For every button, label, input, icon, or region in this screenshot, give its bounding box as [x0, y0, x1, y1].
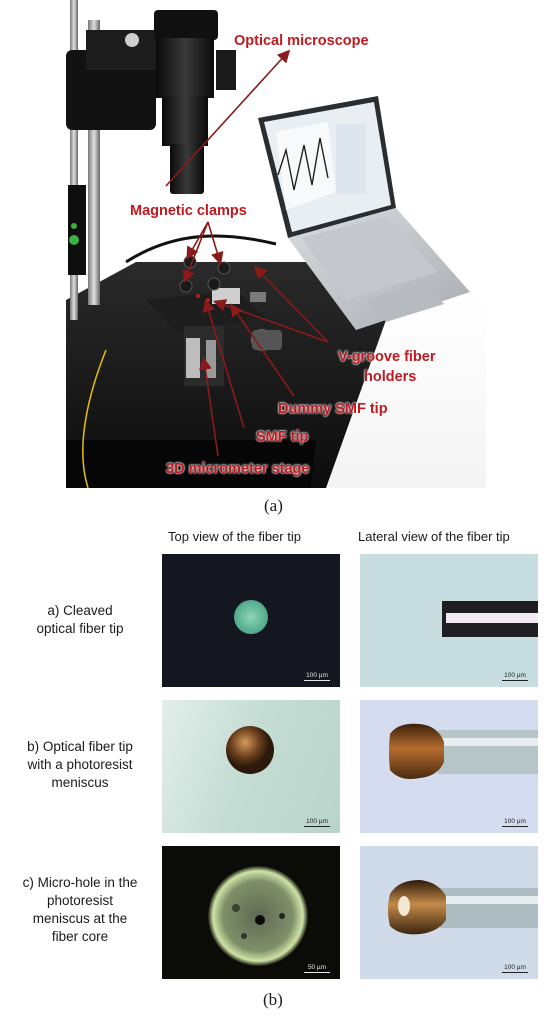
scale-bar-label: 100 µm — [504, 672, 526, 679]
arrow-clamp-1 — [186, 221, 209, 260]
column-header-lateral-view: Lateral view of the fiber tip — [358, 529, 510, 544]
row-label-line: optical fiber tip — [36, 621, 124, 636]
micrograph-a-top: 100 µm — [162, 554, 340, 687]
callout-micrometer-stage: 3D micrometer stage — [166, 461, 310, 477]
callout-v-groove-line1: V-groove fiber — [338, 349, 436, 365]
micro-hole — [255, 915, 265, 925]
scale-bar: 100 µm — [502, 672, 528, 681]
arrow-vgroove-1 — [253, 265, 329, 343]
row-label-line: b) Optical fiber tip — [27, 739, 133, 754]
setup-photo-drawing — [66, 0, 470, 488]
laptop-waveform — [277, 137, 329, 191]
micrograph-b-lateral: 100 µm — [360, 700, 538, 833]
row-label-line: photoresist — [46, 893, 114, 908]
scale-bar-label: 100 µm — [504, 818, 526, 825]
optical-bench — [66, 262, 396, 488]
scale-bar: 100 µm — [304, 818, 330, 827]
row-label-c: c) Micro-hole in the photoresist meniscu… — [0, 874, 160, 946]
row-label-line: meniscus at the — [32, 911, 128, 926]
scale-bar: 50 µm — [304, 964, 330, 973]
caption-b: (b) — [263, 990, 283, 1009]
row-label-line: meniscus — [51, 775, 109, 790]
row-label-b: b) Optical fiber tip with a photoresist … — [0, 738, 160, 792]
photoresist-meniscus — [226, 726, 274, 774]
scale-bar: 100 µm — [502, 818, 528, 827]
column-header-top-view: Top view of the fiber tip — [168, 529, 301, 544]
arrow-microscope — [165, 49, 291, 187]
row-label-line: fiber core — [51, 929, 109, 944]
row-label-line: a) Cleaved — [47, 603, 113, 618]
arrow-dummy-smf — [230, 303, 295, 397]
row-label-line: with a photoresist — [27, 757, 133, 772]
callout-magnetic-clamps: Magnetic clamps — [130, 203, 247, 219]
arrow-smf-tip — [202, 298, 245, 429]
callout-v-groove-line2: holders — [364, 369, 417, 385]
micrograph-c-lateral: 100 µm — [360, 846, 538, 979]
fiber-cross-section — [234, 600, 268, 634]
scale-bar: 100 µm — [304, 672, 330, 681]
meniscus-side-profile — [388, 880, 446, 935]
annotation-arrows — [165, 49, 329, 457]
callout-optical-microscope: Optical microscope — [234, 33, 369, 49]
scale-bar-label: 50 µm — [307, 964, 327, 971]
micrograph-c-top: 50 µm — [162, 846, 340, 979]
setup-photo: Optical microscope Magnetic clamps V-gro… — [66, 0, 486, 488]
micrograph-a-lateral: 100 µm — [360, 554, 538, 687]
row-label-a: a) Cleaved optical fiber tip — [0, 602, 160, 638]
microscope-lens-barrel — [156, 38, 214, 98]
row-label-line: c) Micro-hole in the — [22, 875, 138, 890]
arrow-stage — [199, 356, 219, 457]
micrograph-b-top: 100 µm — [162, 700, 340, 833]
arrow-clamp-2 — [207, 221, 224, 266]
scale-bar: 100 µm — [502, 964, 528, 973]
caption-a: (a) — [264, 496, 283, 515]
meniscus-side-profile — [389, 723, 444, 779]
arrow-clamp-3 — [182, 221, 209, 283]
callout-smf-tip: SMF tip — [256, 429, 309, 445]
callout-dummy-smf-tip: Dummy SMF tip — [278, 401, 388, 417]
scale-bar-label: 100 µm — [504, 964, 526, 971]
scale-bar-label: 100 µm — [306, 818, 328, 825]
scale-bar-label: 100 µm — [306, 672, 328, 679]
